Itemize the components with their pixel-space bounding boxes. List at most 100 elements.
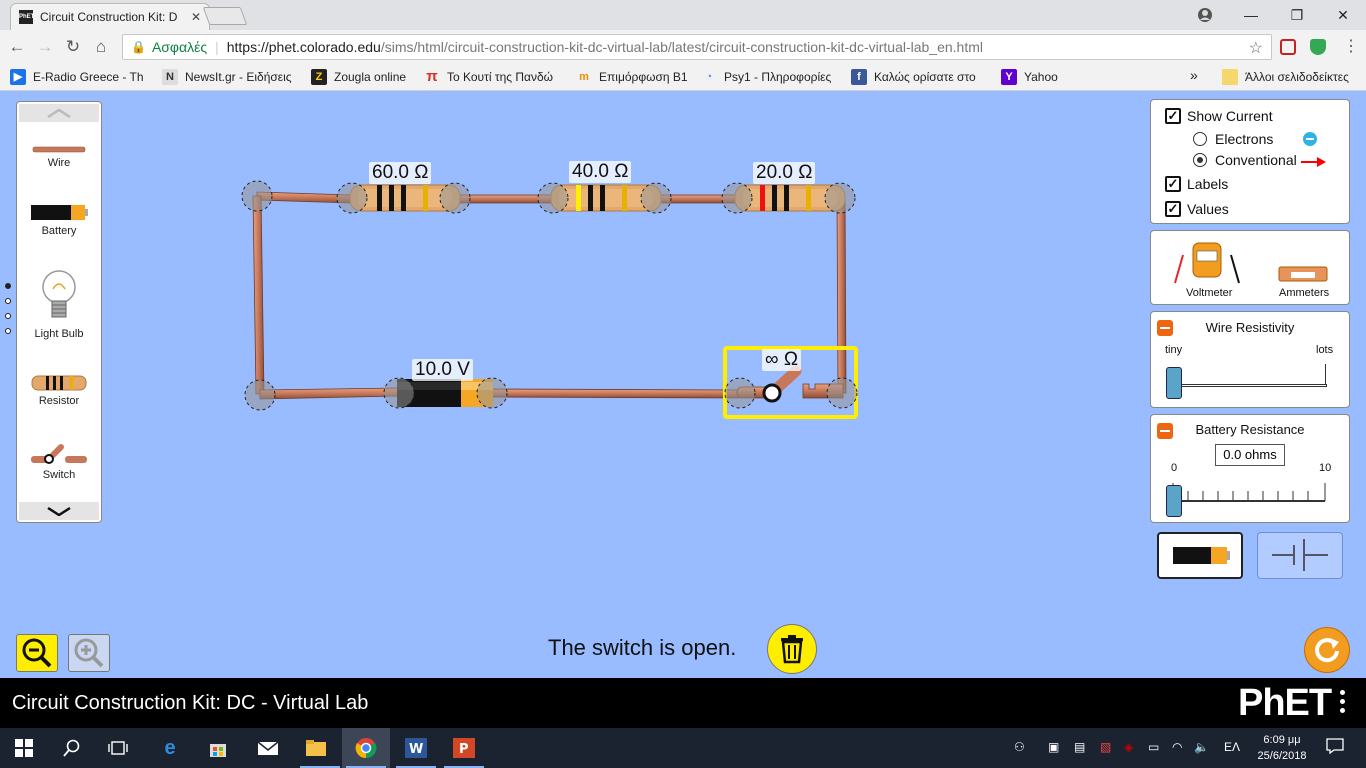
reset-all-button[interactable] (1304, 627, 1350, 673)
bookmark-yahoo[interactable]: Y Yahoo (1001, 69, 1058, 85)
phet-menu-icon[interactable] (1340, 690, 1346, 717)
wifi-icon[interactable]: ◠ (1172, 740, 1183, 754)
wire-right[interactable] (836, 197, 847, 394)
values-checkbox[interactable]: ✓ Values (1165, 201, 1229, 217)
carousel-page-dot-2[interactable] (5, 298, 11, 304)
file-explorer-icon[interactable] (304, 736, 328, 760)
close-window-icon[interactable]: ✕ (1337, 6, 1349, 23)
delete-component-button[interactable] (767, 624, 817, 674)
bookmark-star-icon[interactable]: ☆ (1248, 40, 1263, 57)
powerpoint-icon[interactable]: P (452, 736, 476, 760)
vertex[interactable] (721, 182, 753, 214)
zoom-in-button[interactable] (68, 634, 110, 672)
store-icon[interactable] (206, 736, 230, 760)
new-tab-button[interactable] (202, 7, 248, 25)
vertex[interactable] (383, 377, 415, 409)
home-icon[interactable]: ⌂ (95, 37, 107, 56)
vertex[interactable] (724, 377, 756, 409)
browser-menu-icon[interactable]: ⋮ (1343, 38, 1359, 55)
carousel-up-button[interactable] (19, 104, 99, 122)
mail-icon[interactable] (256, 736, 280, 760)
wire-resistivity-track[interactable] (1171, 384, 1327, 387)
bookmarks-more-button[interactable]: » (1190, 67, 1198, 83)
labels-checkbox[interactable]: ✓ Labels (1165, 176, 1228, 192)
chrome-icon[interactable] (354, 736, 378, 760)
system-clock[interactable]: 6:09 μμ 25/6/2018 (1254, 732, 1310, 764)
windows-start-icon[interactable] (12, 736, 36, 760)
battery-resistance-thumb[interactable] (1166, 485, 1182, 517)
tray-warning-icon[interactable]: ▧ (1100, 740, 1112, 754)
bookmark-zougla[interactable]: Z Zougla online (311, 69, 406, 85)
vertex[interactable] (826, 377, 858, 409)
tab-close-icon[interactable]: ✕ (190, 10, 201, 24)
search-icon[interactable] (60, 736, 84, 760)
toolbox-battery[interactable]: Battery (17, 202, 101, 237)
bookmark-psy1[interactable]: ◔ Psy1 - Πληροφορίες (701, 69, 832, 85)
toolbox-light-bulb[interactable]: Light Bulb (17, 267, 101, 340)
battery-resistance-track[interactable] (1171, 475, 1331, 505)
back-arrow-icon[interactable]: ← (8, 37, 26, 56)
word-icon[interactable]: W (404, 736, 428, 760)
vertex[interactable] (439, 182, 471, 214)
carousel-page-dot-1[interactable] (5, 283, 11, 289)
people-icon[interactable]: ⚇ (1014, 740, 1025, 754)
mcafee-icon[interactable]: ◈ (1124, 740, 1134, 754)
wire-resistivity-thumb[interactable] (1166, 367, 1182, 399)
bookmark-epimorfosi[interactable]: m Επιμόρφωση Β1 (576, 69, 688, 85)
schematic-view-button[interactable] (1257, 532, 1343, 579)
electrons-radio[interactable]: Electrons (1193, 131, 1273, 147)
volume-icon[interactable]: 🔈 (1194, 740, 1209, 754)
switch-selection-highlight (723, 346, 858, 419)
vertex[interactable] (824, 182, 856, 214)
carousel-page-dot-4[interactable] (5, 328, 11, 334)
toolbox-switch[interactable]: Switch (17, 442, 101, 481)
browser-tab[interactable]: PhET Circuit Construction Kit: D ✕ (10, 3, 210, 30)
address-bar[interactable]: 🔒 Ασφαλές | https://phet.colorado.edu /s… (122, 34, 1272, 60)
collapse-battery-resistance-button[interactable] (1157, 423, 1173, 439)
voltmeter-tool[interactable]: Voltmeter (1169, 237, 1245, 303)
defender-icon[interactable]: ▣ (1048, 740, 1060, 754)
profile-icon[interactable] (1182, 0, 1228, 30)
wire-left[interactable] (252, 195, 265, 395)
toolbox-resistor[interactable]: Resistor (17, 374, 101, 407)
resistor-40-ohm[interactable] (550, 184, 662, 212)
windows-taskbar: e W P ⚇ ▣ ▤ ▧ ◈ ▭ ◠ 🔈 ΕΛ 6:09 μμ 25/6/20… (0, 728, 1366, 768)
vertex[interactable] (336, 182, 368, 214)
edge-icon[interactable]: e (164, 736, 176, 759)
vertex[interactable] (241, 180, 273, 212)
wire-bottom-left[interactable] (259, 387, 399, 400)
bookmark-pandora[interactable]: π Το Κουτί της Πανδώ (424, 69, 553, 85)
reload-icon[interactable]: ↻ (65, 37, 81, 56)
restore-icon[interactable]: ❐ (1290, 6, 1304, 23)
carousel-page-dot-3[interactable] (5, 313, 11, 319)
phet-logo[interactable]: PhET (1238, 682, 1332, 724)
bookmark-facebook[interactable]: f Καλώς ορίσατε στο (851, 69, 976, 85)
minimize-icon[interactable]: — (1244, 7, 1258, 23)
vertex[interactable] (476, 377, 508, 409)
extension-shield-green-icon[interactable] (1310, 39, 1326, 55)
vertex[interactable] (537, 182, 569, 214)
language-indicator[interactable]: ΕΛ (1224, 740, 1241, 754)
task-view-icon[interactable] (106, 736, 130, 760)
resistor-60-ohm[interactable] (349, 184, 461, 212)
zoom-out-button[interactable] (16, 634, 58, 672)
collapse-wire-resistivity-button[interactable] (1157, 320, 1173, 336)
wire-bottom-right[interactable] (491, 388, 740, 399)
carousel-down-button[interactable] (19, 502, 99, 520)
bookmark-newsit[interactable]: N NewsIt.gr - Ειδήσεις (162, 69, 292, 85)
tray-app-icon[interactable]: ▤ (1074, 740, 1086, 754)
conventional-radio[interactable]: Conventional (1193, 152, 1297, 168)
notifications-icon[interactable] (1326, 738, 1344, 757)
ammeter-tool[interactable]: Ammeters (1275, 237, 1339, 303)
forward-arrow-icon[interactable]: → (36, 37, 54, 56)
vertex[interactable] (640, 182, 672, 214)
other-bookmarks[interactable]: Άλλοι σελιδοδείκτες (1222, 69, 1349, 85)
lifelike-view-button[interactable] (1157, 532, 1243, 579)
vertex[interactable] (244, 379, 276, 411)
toolbox-wire[interactable]: Wire (17, 144, 101, 169)
show-current-checkbox[interactable]: ✓ Show Current (1165, 108, 1273, 124)
extension-shield-red-icon[interactable] (1280, 39, 1296, 55)
battery-tray-icon[interactable]: ▭ (1148, 740, 1160, 754)
bookmark-eradio[interactable]: ▶ E-Radio Greece - Th (10, 69, 144, 85)
wire-resistivity-panel: Wire Resistivity tiny lots (1150, 311, 1350, 408)
